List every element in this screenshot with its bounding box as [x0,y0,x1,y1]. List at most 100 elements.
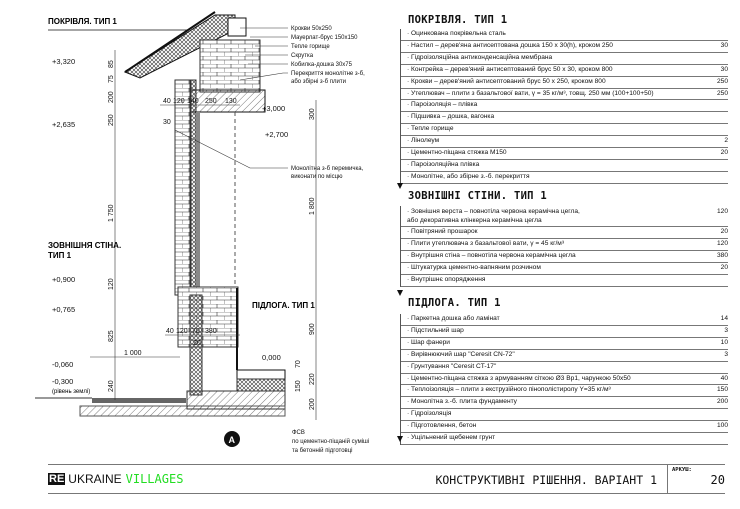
table-row: · Плити утеплювача з базальтової вати, γ… [401,239,728,251]
level-mark: +0,900 [52,275,75,284]
sheet-label: АРКУШ: [672,467,692,473]
dim-label: 140 [187,98,199,105]
logo-ukraine: UKRAINE [68,472,122,486]
layer-name: · Внутрішнє опорядження [407,275,486,283]
dim-label: 150 [295,380,302,392]
table-row: · Пароізоляція – плівка [401,100,728,113]
wall-label: ЗОВНІШНЯ СТІНА. [48,241,121,250]
dim-label: 250 [108,114,115,126]
dim-label: 380 [205,328,217,335]
roof-layers-table: · Оцинкована покрівельна сталь· Настил –… [400,29,728,184]
wall-label-type: ТИП 1 [48,251,72,260]
table-row: · Гідроізоляційна антиконденсаційна мемб… [401,53,728,65]
layer-name: · Пароізоляція – плівка [407,101,478,109]
layer-name: · Настил – дерев'яна антисептована дошка… [407,41,613,49]
layer-thickness: 30 [720,65,728,73]
dim-label: 40 [166,328,174,335]
layer-name: · Ущільнений щебенем грунт [407,434,496,442]
layer-thickness: 380 [716,251,728,259]
table-row: · Контрейка – дерев'яний антисептований … [401,65,728,77]
layer-thickness: 3 [724,350,728,358]
dim-label: 130 [225,98,237,105]
dim-label: 70 [192,328,200,335]
ground-level-note: (рівень землі) [52,389,90,395]
section-marker-label: A [229,435,236,445]
callout: Монолітна з-б перемичка, [291,166,364,172]
wall-assembly [174,79,239,396]
layer-name: · Плити утеплювача з базальтової вати, γ… [407,239,565,247]
floor-assembly [35,369,286,417]
dim-label: 900 [309,323,316,335]
section-marker [224,431,240,447]
dim-label: 120 [173,98,185,105]
layer-thickness: 100 [716,422,728,430]
callout: Перекриття монолітне з-б, [291,71,365,77]
dim-label: 300 [309,108,316,120]
dim-label: 70 [295,360,302,368]
layer-name: · Повітряний прошарок [407,228,478,235]
dim-label: 85 [108,60,115,68]
layer-thickness: 30 [720,41,728,49]
layer-name: · Крокви – дерев'яний антисептований бру… [407,77,606,85]
dim-label: 30 [163,119,171,126]
table-row: · Монолітне, або збірне з.-б. перекриття [401,172,728,184]
layer-name: · Вирівнюючий шар "Ceresit CN-72" [407,350,515,358]
floor-label: ПІДЛОГА. ТИП 1 [252,301,315,310]
dim-label: 75 [108,75,115,83]
fsv-note: та бетонній підготовці [292,447,353,454]
table-row: · Грунтування "Ceresit CT-17" [401,362,728,374]
layer-name: · Утеплювач – плити з базальтової вати, … [407,89,654,97]
fsv-note: ФСВ [292,430,305,436]
level-mark: +0,765 [52,305,75,314]
layer-name: · Внутрішня стіна – повнотіла червона ке… [407,251,576,259]
layer-thickness: 250 [716,77,728,85]
layer-name: · Цементно-піщана стяжка з армуванням сі… [407,374,631,382]
table-row: · Підшивка – дошка, вагонка [401,112,728,125]
level-mark: +3,320 [52,57,75,66]
callout: Кобилка-дошка 30х75 [291,62,353,68]
dim-label: 120 [108,278,115,290]
arrow-down-icon [397,436,403,442]
callout: або збірні з-б плити [291,79,346,85]
roof-title: ПОКРІВЛЯ. ТИП 1 [408,14,508,26]
callout: виконати по місцю [291,174,343,180]
level-mark: 0,000 [262,353,281,362]
layer-name: · Підшивка – дошка, вагонка [407,113,495,121]
layer-thickness: 120 [716,208,728,215]
roof-assembly [48,11,266,113]
dim-label: 825 [108,330,115,342]
dim-label: 1 800 [309,197,316,215]
table-row: · Внутрішня стіна – повнотіла червона ке… [401,251,728,263]
layer-name: · Пароізоляційна плівка [407,160,480,168]
table-row: · Теплоізоляція – плити з екструзійного … [401,385,728,398]
level-mark: -0,300 [52,377,73,386]
table-row: · Ущільнений щебенем грунт [401,433,728,445]
layer-name: · Грунтування "Ceresit CT-17" [407,362,497,370]
layer-name: · Штукатурка цементно-вапняним розчином [407,263,541,271]
sheet-number: 20 [710,473,725,487]
layer-thickness: 120 [716,239,728,247]
dim-label: 20 [193,340,201,347]
roof-label: ПОКРІВЛЯ. ТИП 1 [48,17,117,26]
layer-name: · Шар фанери [407,338,450,346]
table-row: · Утеплювач – плити з базальтової вати, … [401,89,728,101]
dim-label: 240 [108,380,115,392]
layer-name: · Тепле горище [407,125,454,133]
layer-thickness: 2 [724,137,728,145]
table-row: · Настил – дерев'яна антисептована дошка… [401,41,728,53]
level-mark: +3,000 [262,104,285,113]
layer-name: · Паркетна дошка або ламінат [407,315,500,322]
layer-thickness: 150 [716,386,728,394]
dim-label: 120 [176,328,188,335]
callout: Крокви 50х250 [291,26,332,32]
layer-name: · Контрейка – дерев'яний антисептований … [407,65,613,73]
table-row: · Внутрішнє опорядження [401,275,728,287]
dim-label: 200 [108,91,115,103]
logo-re: RE [48,473,66,485]
table-row: · Крокви – дерев'яний антисептований бру… [401,77,728,89]
